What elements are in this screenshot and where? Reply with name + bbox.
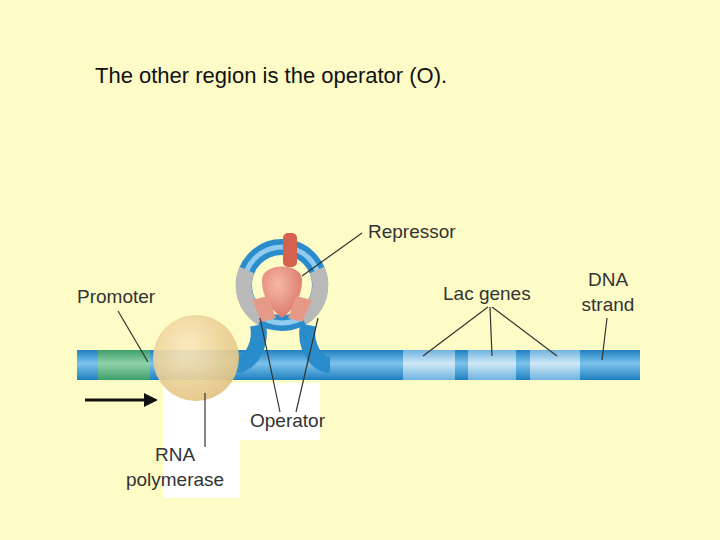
leader-line [302, 233, 362, 276]
leader-line [204, 393, 205, 447]
slide-title: The other region is the operator (O). [95, 62, 447, 91]
dna-loop [307, 325, 330, 365]
direction-arrow [144, 393, 158, 407]
promoter-region [98, 350, 150, 380]
repressor-protein [288, 296, 312, 322]
rna-polymerase [153, 315, 239, 401]
repressor-protein [283, 233, 297, 267]
part-label: Operator [250, 409, 340, 434]
part-label: Promoter [77, 285, 187, 310]
part-label: RNA polymerase [115, 443, 235, 492]
leader-line [118, 311, 148, 362]
dna-loop-highlight [244, 247, 320, 323]
direction-arrow [85, 399, 146, 402]
leader-line [296, 318, 318, 412]
dna-loop [244, 247, 320, 323]
dna-loop [236, 325, 259, 365]
leader-line [490, 307, 492, 356]
leader-line [423, 307, 488, 356]
leader-line [602, 318, 607, 360]
repressor-protein [252, 296, 276, 322]
leader-line [492, 307, 557, 356]
part-label: Repressor [368, 220, 488, 245]
leader-line [260, 318, 280, 412]
part-label: DNA strand [570, 268, 646, 317]
part-label: Lac genes [443, 282, 553, 307]
lac-gene [403, 350, 455, 380]
